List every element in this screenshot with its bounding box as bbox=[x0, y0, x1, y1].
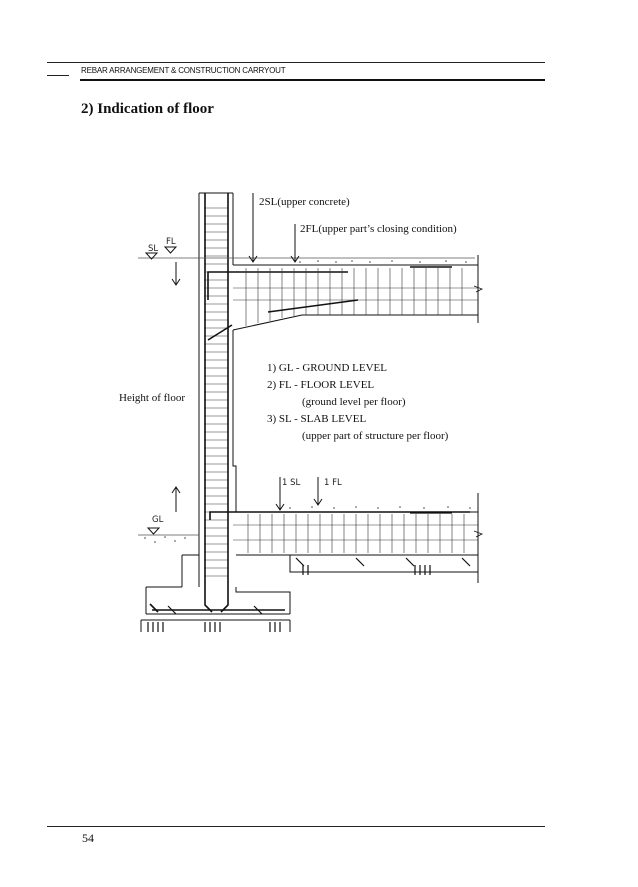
running-header: REBAR ARRANGEMENT & CONSTRUCTION CARRYOU… bbox=[81, 66, 286, 75]
page-number: 54 bbox=[82, 831, 94, 845]
callout-2sl: 2SL(upper concrete) bbox=[259, 196, 350, 208]
legend-fl-note: (ground level per floor) bbox=[302, 396, 406, 408]
level-legend: 1) GL - GROUND LEVEL 2) FL - FLOOR LEVEL… bbox=[267, 362, 449, 442]
legend-fl: 2) FL - FLOOR LEVEL bbox=[267, 379, 374, 391]
mark-fl-top: FL bbox=[166, 237, 176, 247]
header-rule-bottom bbox=[80, 79, 545, 81]
section-title: 2) Indication of floor bbox=[81, 101, 214, 117]
mark-1sl: 1 SL bbox=[282, 478, 301, 488]
height-label: Height of floor bbox=[119, 392, 185, 404]
mark-gl: GL bbox=[152, 515, 164, 525]
legend-sl-note: (upper part of structure per floor) bbox=[302, 430, 449, 442]
footer-rule bbox=[47, 826, 545, 827]
callout-2fl: 2FL(upper part’s closing condition) bbox=[300, 223, 457, 235]
legend-gl: 1) GL - GROUND LEVEL bbox=[267, 362, 387, 374]
header-rule-tick bbox=[47, 75, 69, 76]
mark-sl-top: SL bbox=[148, 244, 158, 254]
legend-sl: 3) SL - SLAB LEVEL bbox=[267, 413, 366, 425]
header-rule-top bbox=[47, 62, 545, 63]
mark-1fl: 1 FL bbox=[324, 478, 342, 488]
